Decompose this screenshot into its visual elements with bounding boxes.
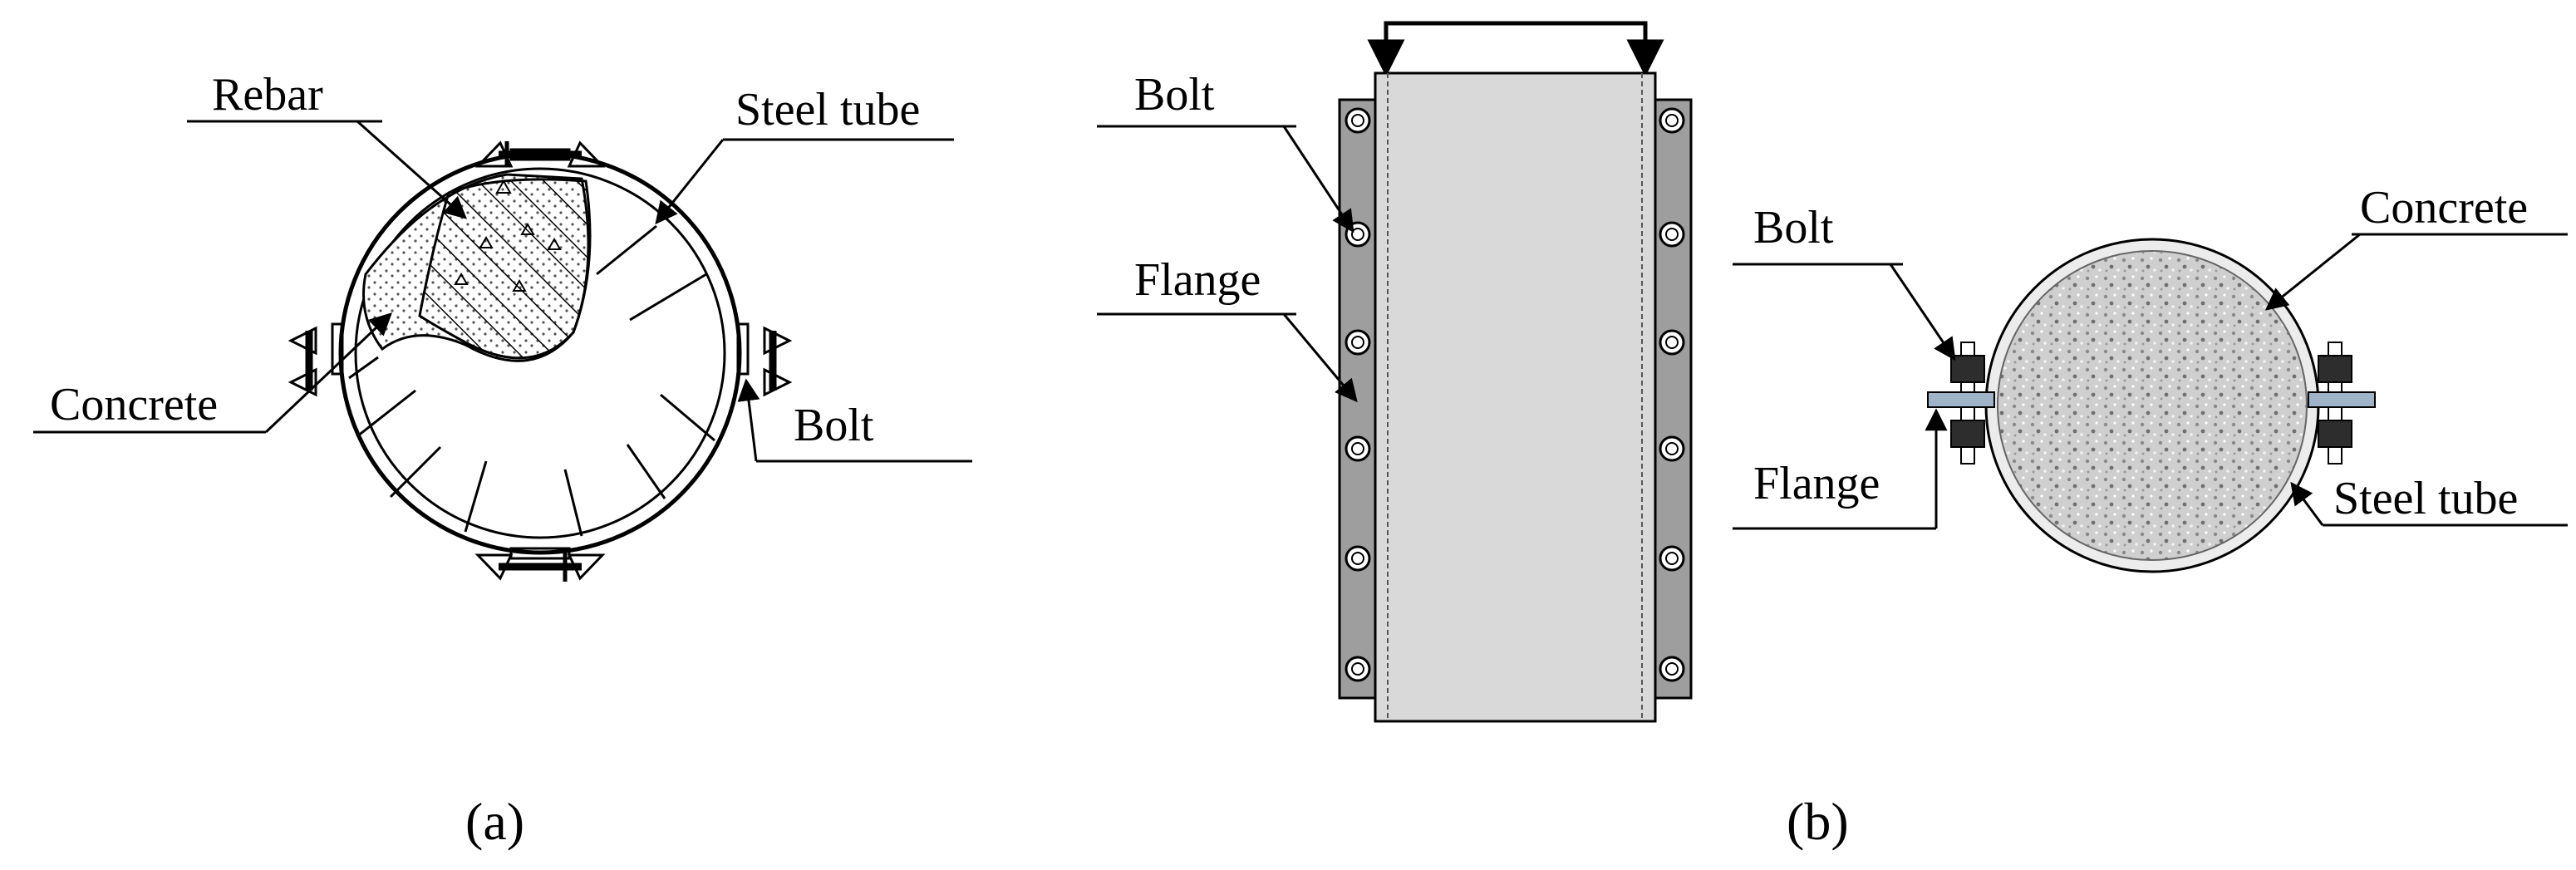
bolt-hole-right-3 (1665, 336, 1679, 349)
bolt-hole-right-4 (1665, 442, 1679, 455)
panel-a: Rebar Steel tube Concrete Bolt (a) (33, 69, 972, 851)
bolt-hole-right-2 (1665, 228, 1679, 241)
flange-label-b-side: Flange (1134, 254, 1261, 306)
bolt-leader-arrow-a (737, 378, 760, 462)
panel-b-cross-section: Bolt Flange Concrete Steel tube (b) (1733, 182, 2568, 851)
bolt-leader-arrow-b-side (1282, 125, 1354, 233)
caption-b: (b) (1787, 792, 1849, 851)
aggregate-marks (454, 179, 562, 292)
bolt-hole-left-3 (1351, 336, 1364, 349)
flange-top (474, 140, 606, 168)
flange-right (736, 322, 793, 397)
flange-leader-arrow-b-side (1282, 313, 1358, 403)
concrete-label-b: Concrete (2360, 182, 2528, 233)
bolt-hole-right-5 (1665, 552, 1679, 565)
bolt-label-b-side: Bolt (1134, 69, 1215, 120)
flange-bottom (474, 547, 606, 582)
steel-tube-leader-arrow (655, 139, 725, 225)
bolt-hole-left-4 (1351, 442, 1364, 455)
bolt-leader-arrow-b-section (1889, 263, 1956, 361)
steel-tube-side (1374, 71, 1657, 723)
loading-bracket (1384, 21, 1648, 68)
side-bolts (1345, 107, 1685, 682)
concrete-leader-arrow-b (2264, 233, 2361, 311)
steel-tube-label-b: Steel tube (2333, 473, 2518, 524)
steel-tube-label: Steel tube (735, 84, 920, 135)
bolt-label-a: Bolt (794, 400, 874, 451)
bolt-hole-left-5 (1351, 552, 1364, 565)
concrete-leader-arrow-a (264, 312, 392, 434)
rebar-label: Rebar (212, 69, 323, 120)
bolt-hole-right-1 (1665, 114, 1679, 127)
panel-b-side-view: Bolt Flange (1097, 21, 1693, 723)
bolt-label-b-section: Bolt (1753, 202, 1834, 253)
concrete-core (1997, 250, 2308, 561)
section-bolt-left (1927, 342, 1995, 464)
bolt-hole-left-1 (1351, 114, 1364, 127)
caption-a: (a) (465, 792, 524, 851)
steel-tube-leader-arrow-b (2290, 481, 2324, 526)
bolt-hole-right-6 (1665, 662, 1679, 676)
rebar-hatched-region (418, 178, 592, 360)
concrete-label-a: Concrete (50, 379, 218, 430)
section-bolt-right (2308, 342, 2376, 464)
bolt-hole-left-2 (1351, 228, 1364, 241)
flange-left (288, 322, 344, 397)
rebar-leader-arrow (356, 120, 468, 219)
flange-label-b-section: Flange (1753, 458, 1880, 509)
bolt-hole-left-6 (1351, 662, 1364, 676)
rebar-studs (348, 224, 715, 537)
flange-strip-left (1338, 98, 1379, 700)
flange-strip-right (1652, 98, 1693, 700)
